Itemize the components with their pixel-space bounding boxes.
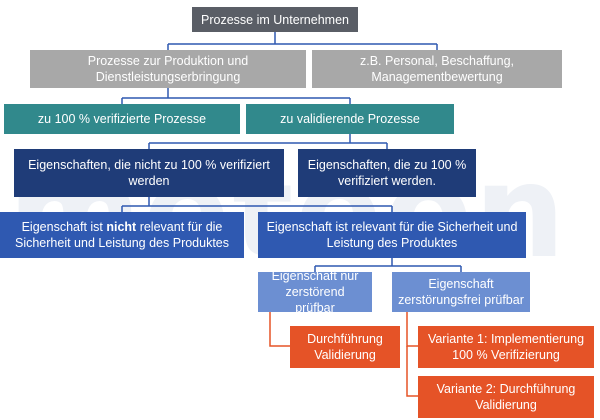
to-validate-label: zu validierende Prozesse [280, 112, 420, 126]
do-validation-box: Durchführung Validierung [290, 326, 400, 368]
not-fully-verified-label: Eigenschaften, die nicht zu 100 % verifi… [28, 158, 270, 188]
relevant-label: Eigenschaft ist relevant für die Sicherh… [266, 220, 518, 250]
support-label: z.B. Personal, Beschaffung, Managementbe… [359, 54, 515, 84]
to-validate-box: zu validierende Prozesse [246, 104, 454, 134]
destructive-label: Eigenschaft nur zerstörend prüfbar [271, 269, 359, 315]
verified-label: zu 100 % verifizierte Prozesse [37, 112, 207, 126]
non-destructive-label: Eigenschaft zerstörungsfrei prüfbar [398, 277, 524, 307]
not-relevant-text-before: Eigenschaft ist [21, 220, 107, 234]
production-box: Prozesse zur Produktion und Dienstleistu… [30, 50, 306, 88]
fully-verified-box: Eigenschaften, die zu 100 % verifiziert … [298, 149, 476, 197]
root-box: Prozesse im Unternehmen [192, 7, 358, 32]
connector-nondestructive-variant2 [406, 346, 418, 397]
not-relevant-text-after: relevant für die Sicherheit und Leistung… [14, 220, 230, 250]
non-destructive-box: Eigenschaft zerstörungsfrei prüfbar [392, 272, 530, 312]
connector-nondestructive-variant1 [406, 312, 418, 347]
production-label: Prozesse zur Produktion und Dienstleistu… [87, 54, 249, 84]
not-relevant-box: Eigenschaft ist nicht relevant für die S… [0, 212, 244, 258]
variant1-label: Variante 1: Implementierung 100 % Verifi… [427, 332, 585, 362]
fully-verified-label: Eigenschaften, die zu 100 % verifiziert … [307, 158, 467, 188]
do-validation-label: Durchführung Validierung [307, 332, 383, 362]
root-label: Prozesse im Unternehmen [201, 12, 349, 27]
destructive-box: Eigenschaft nur zerstörend prüfbar [258, 269, 372, 315]
verified-box: zu 100 % verifizierte Prozesse [4, 104, 240, 134]
variant2-label: Variante 2: Durchführung Validierung [436, 382, 576, 412]
relevant-box: Eigenschaft ist relevant für die Sicherh… [258, 212, 526, 258]
variant2-box: Variante 2: Durchführung Validierung [418, 376, 594, 418]
support-box: z.B. Personal, Beschaffung, Managementbe… [312, 50, 562, 88]
variant1-box: Variante 1: Implementierung 100 % Verifi… [418, 326, 594, 368]
not-relevant-label: Eigenschaft ist nicht relevant für die S… [6, 219, 238, 251]
connector-destructive-validation [269, 312, 290, 347]
not-relevant-emphasis: nicht [106, 220, 137, 234]
not-fully-verified-box: Eigenschaften, die nicht zu 100 % verifi… [14, 149, 284, 197]
